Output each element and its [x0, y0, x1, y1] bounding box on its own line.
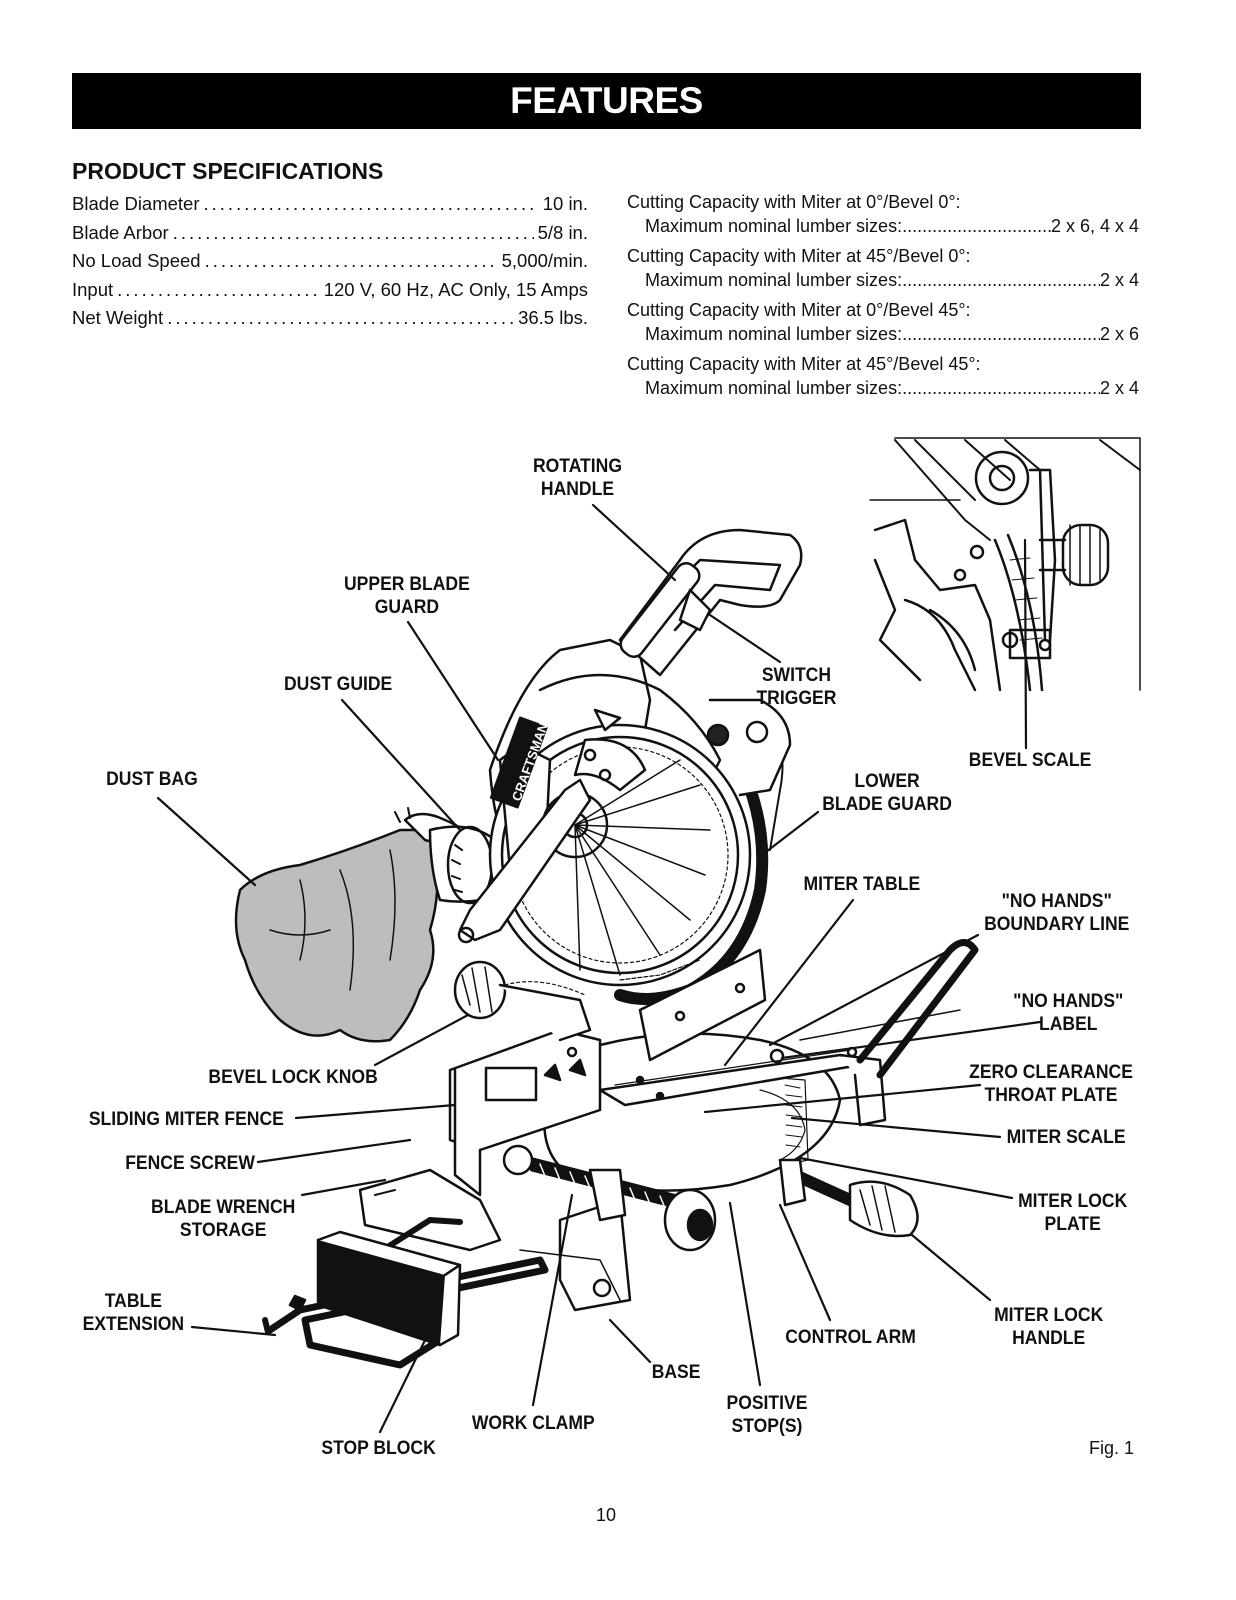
blade-housing: CRAFTSMAN [457, 638, 792, 1005]
capacity-heading: Cutting Capacity with Miter at 0°/Bevel … [627, 300, 971, 320]
label-no-hands-label: "NO HANDS" LABEL [1013, 990, 1124, 1035]
spec-row: Blade Arbor 5/8 in. [72, 219, 588, 248]
label-table-extension: TABLE EXTENSION [82, 1290, 185, 1335]
label-blade-wrench-storage: BLADE WRENCH STORAGE [151, 1196, 296, 1241]
specs-table: Blade Diameter10 in. Blade Arbor5/8 in. … [72, 190, 588, 333]
spec-label: Blade Diameter [72, 193, 200, 215]
bevel-lock-knob-drawing [453, 960, 592, 1042]
capacity-group: Cutting Capacity with Miter at 45°/Bevel… [627, 244, 1139, 292]
capacity-group: Cutting Capacity with Miter at 45°/Bevel… [627, 352, 1139, 400]
miter-lock-handle-drawing [778, 1158, 919, 1238]
label-miter-table: MITER TABLE [803, 873, 921, 895]
spec-value: 36.5 lbs. [518, 307, 588, 329]
page-number: 10 [596, 1505, 617, 1525]
spec-value: 5/8 in. [537, 221, 588, 243]
capacity-label: Maximum nominal lumber sizes: [645, 324, 903, 344]
label-miter-scale: MITER SCALE [1006, 1126, 1126, 1148]
work-clamp [502, 1144, 717, 1252]
spec-row: Input 120 V, 60 Hz, AC Only, 15 Amps [72, 276, 588, 305]
label-miter-lock-handle: MITER LOCK HANDLE [994, 1304, 1104, 1349]
base-assembly [358, 939, 979, 1312]
spec-value: 5,000/min. [501, 250, 588, 272]
table-extension-drawing [262, 1217, 549, 1369]
label-rotating-handle: ROTATING HANDLE [532, 455, 622, 500]
spec-label: Input [72, 278, 114, 300]
spec-row: Net Weight 36.5 lbs. [72, 304, 588, 333]
label-fence-screw: FENCE SCREW [125, 1152, 255, 1174]
cutting-capacity: Cutting Capacity with Miter at 0°/Bevel … [627, 190, 1139, 406]
capacity-label: Maximum nominal lumber sizes: [645, 270, 903, 290]
spec-row: No Load Speed 5,000/min. [72, 247, 588, 276]
label-miter-lock-plate: MITER LOCK PLATE [1018, 1190, 1128, 1235]
label-switch-trigger: SWITCH TRIGGER [756, 664, 837, 709]
label-zero-clearance-throat-plate: ZERO CLEARANCE THROAT PLATE [969, 1061, 1133, 1106]
rotating-handle [618, 528, 803, 677]
spec-value: 120 V, 60 Hz, AC Only, 15 Amps [323, 278, 588, 300]
label-dust-bag: DUST BAG [106, 768, 198, 790]
bevel-scale-inset [869, 437, 1141, 692]
label-work-clamp: WORK CLAMP [471, 1412, 595, 1434]
page-title: FEATURES [510, 80, 703, 121]
spec-label: No Load Speed [72, 250, 201, 272]
spec-label: Blade Arbor [72, 221, 169, 243]
capacity-value: 2 x 4 [1099, 270, 1139, 290]
capacity-label: Maximum nominal lumber sizes: [645, 216, 903, 236]
capacity-label: Maximum nominal lumber sizes: [645, 378, 903, 398]
label-base: BASE [651, 1361, 701, 1383]
label-positive-stops: POSITIVE STOP(S) [726, 1392, 808, 1437]
page-title-banner: FEATURES [72, 73, 1141, 129]
capacity-group: Cutting Capacity with Miter at 0°/Bevel … [627, 298, 1139, 346]
label-upper-blade-guard: UPPER BLADE GUARD [343, 573, 470, 618]
capacity-value: 2 x 6 [1099, 324, 1139, 344]
spec-value: 10 in. [542, 193, 588, 215]
label-stop-block: STOP BLOCK [321, 1437, 436, 1459]
capacity-heading: Cutting Capacity with Miter at 45°/Bevel… [627, 354, 981, 374]
capacity-value: 2 x 4 [1099, 378, 1139, 398]
label-bevel-scale: BEVEL SCALE [968, 749, 1092, 771]
capacity-heading: Cutting Capacity with Miter at 45°/Bevel… [627, 246, 971, 266]
dust-guide [428, 825, 502, 905]
label-control-arm: CONTROL ARM [785, 1326, 916, 1348]
leader-lines [156, 503, 1042, 1434]
capacity-group: Cutting Capacity with Miter at 0°/Bevel … [627, 190, 1139, 238]
label-no-hands-boundary-line: "NO HANDS" BOUNDARY LINE [984, 890, 1130, 935]
capacity-heading: Cutting Capacity with Miter at 0°/Bevel … [627, 192, 961, 212]
spec-label: Net Weight [72, 307, 164, 329]
label-dust-guide: DUST GUIDE [284, 673, 393, 695]
label-sliding-miter-fence: SLIDING MITER FENCE [88, 1108, 284, 1130]
specs-title: PRODUCT SPECIFICATIONS [72, 158, 384, 184]
label-lower-blade-guard: LOWER BLADE GUARD [822, 770, 952, 815]
figure-caption: Fig. 1 [1089, 1438, 1135, 1458]
label-bevel-lock-knob: BEVEL LOCK KNOB [208, 1066, 378, 1088]
capacity-value: 2 x 6, 4 x 4 [1050, 216, 1139, 236]
spec-row: Blade Diameter 10 in. [72, 190, 588, 219]
